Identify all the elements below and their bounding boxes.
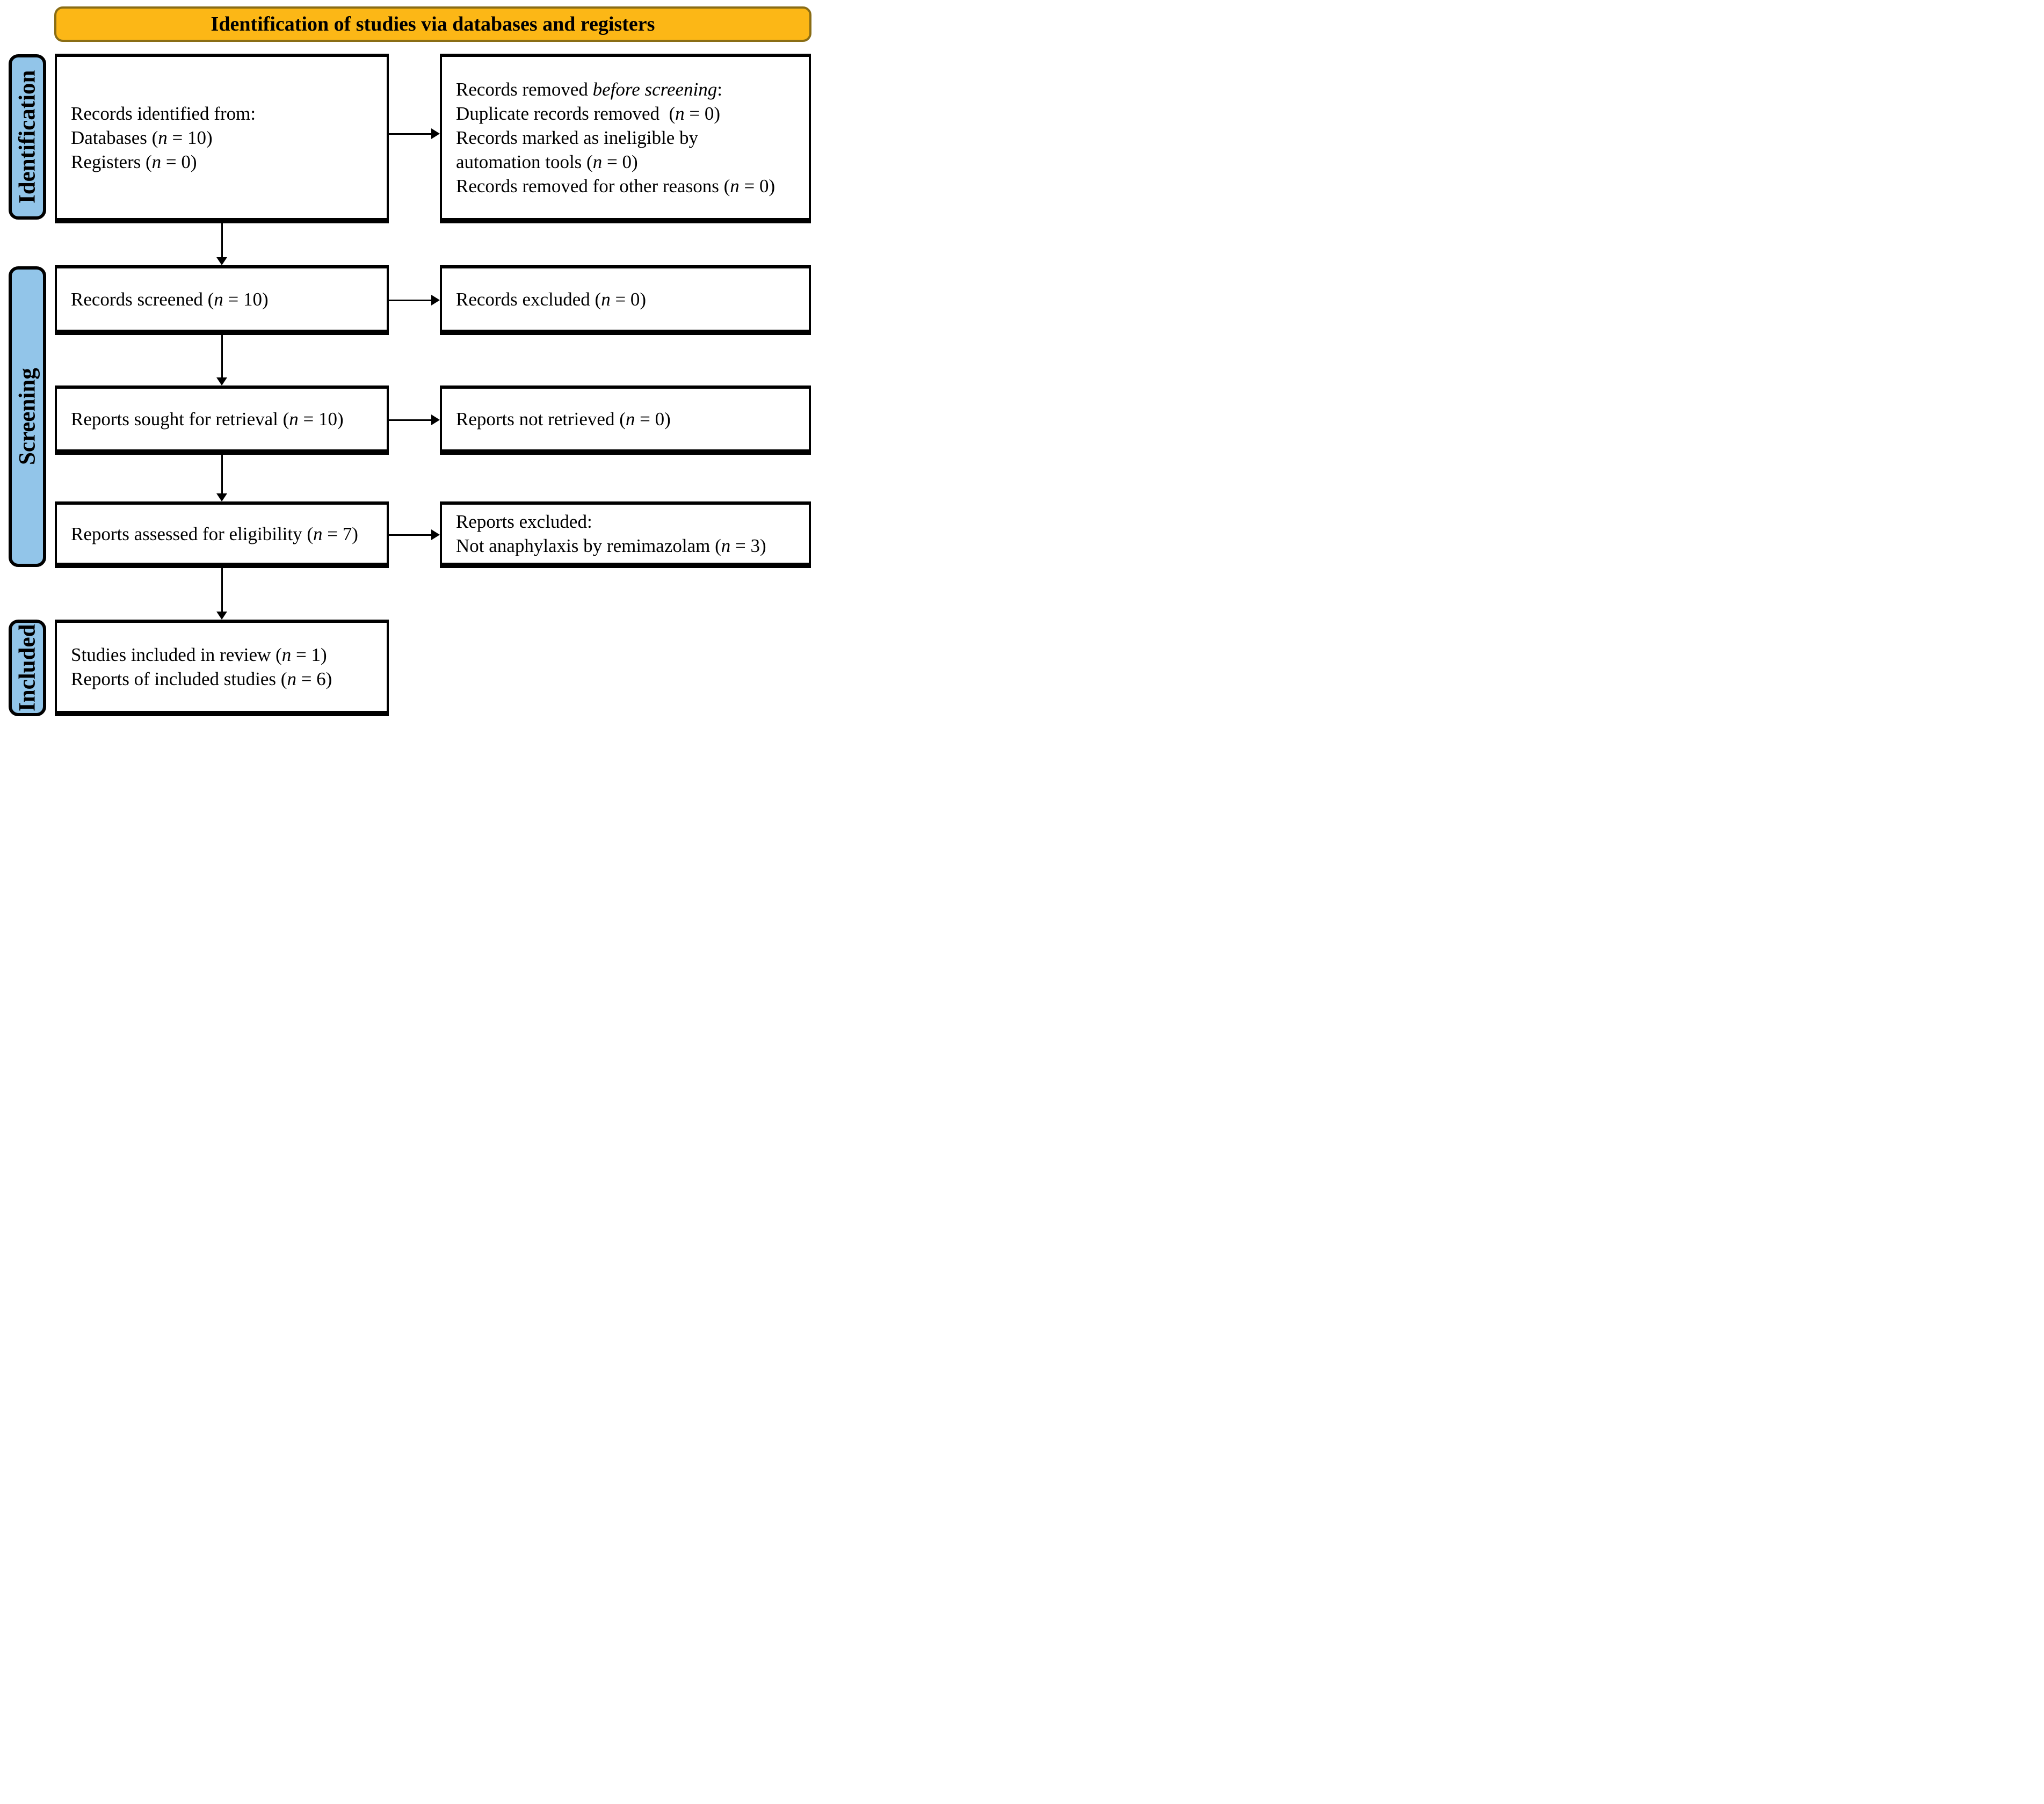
box-records-identified: Records identified from: Databases (n = 1…	[55, 54, 389, 223]
stage-label-identification: Identification	[9, 54, 46, 220]
text-line: Reports not retrieved (n = 0)	[456, 409, 671, 430]
box-reports-excluded: Reports excluded: Not anaphylaxis by remi…	[440, 501, 811, 568]
arrow-screened-to-excluded	[389, 295, 440, 305]
stage-label-screening: Screening	[9, 266, 46, 567]
arrow-assessed-to-included	[216, 568, 227, 620]
arrow-identified-to-removed	[389, 128, 440, 139]
text-line: Records excluded (n = 0)	[456, 288, 647, 310]
arrow-sought-to-assessed	[216, 455, 227, 501]
text-line: Studies included in review (n = 1)	[71, 644, 327, 665]
box-studies-included: Studies included in review (n = 1) Report…	[55, 620, 389, 716]
box-reports-not-retrieved: Reports not retrieved (n = 0)	[440, 385, 811, 455]
text-line: Records marked as ineligible by	[456, 127, 698, 148]
box-records-excluded: Records excluded (n = 0)	[440, 265, 811, 335]
arrow-assessed-to-reports-excluded	[389, 529, 440, 540]
prisma-flow-diagram: Identification of studies via databases …	[0, 0, 817, 722]
text-line: Registers (n = 0)	[71, 151, 197, 172]
box-records-screened: Records screened (n = 10)	[55, 265, 389, 335]
arrow-sought-to-not-retrieved	[389, 414, 440, 425]
text-line: Records screened (n = 10)	[71, 288, 269, 310]
text-line: Records removed for other reasons (n = 0…	[456, 175, 775, 197]
text-line: Not anaphylaxis by remimazolam (n = 3)	[456, 535, 766, 556]
text-line: Records removed before screening:	[456, 78, 723, 100]
text-line: automation tools (n = 0)	[456, 151, 638, 172]
text-line: Reports of included studies (n = 6)	[71, 668, 332, 689]
text-line: Reports excluded:	[456, 511, 592, 532]
box-reports-assessed: Reports assessed for eligibility (n = 7)	[55, 501, 389, 568]
text-line: Databases (n = 10)	[71, 127, 213, 148]
box-records-removed-before-screening: Records removed before screening: Duplica…	[440, 54, 811, 223]
arrow-identified-to-screened	[216, 223, 227, 265]
text-line: Records identified from:	[71, 103, 256, 124]
text-line: Reports assessed for eligibility (n = 7)	[71, 523, 358, 544]
arrow-screened-to-sought	[216, 335, 227, 385]
title-banner: Identification of studies via databases …	[54, 6, 811, 42]
stage-label-included: Included	[9, 620, 46, 716]
text-line: Reports sought for retrieval (n = 10)	[71, 409, 344, 430]
box-reports-sought: Reports sought for retrieval (n = 10)	[55, 385, 389, 455]
text-line: Duplicate records removed (n = 0)	[456, 103, 721, 124]
